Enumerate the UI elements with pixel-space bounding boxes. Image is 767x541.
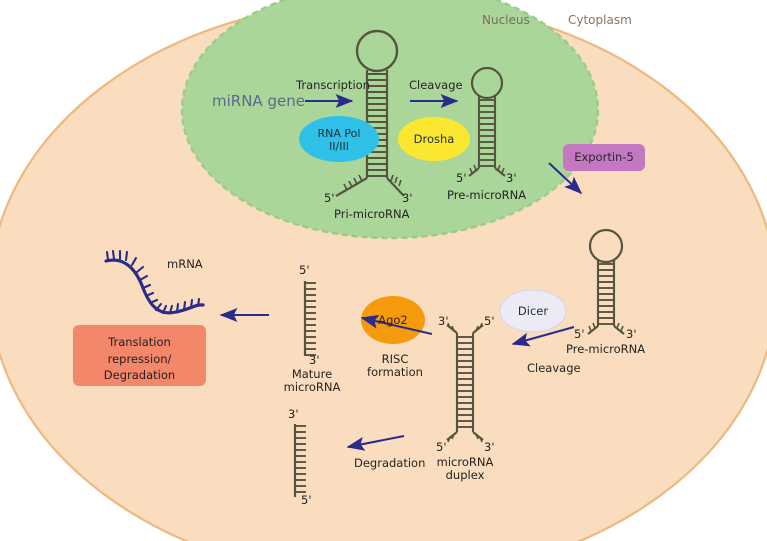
nucleus-region [180, 0, 600, 240]
degradation-label: Degradation [354, 456, 426, 470]
rna-microrna-duplex [446, 322, 484, 443]
risc-formation-label: RISC formation [367, 352, 423, 380]
enzyme-exportin5-label: Exportin-5 [574, 150, 634, 164]
rna-pre-microrna-nuclear [468, 66, 506, 177]
arrow-degradation [346, 435, 405, 451]
rna-pri-microrna [335, 29, 405, 197]
degraded-strand-5prime-label: 5' [301, 493, 312, 507]
enzyme-dicer-shape[interactable] [499, 289, 567, 333]
rna-mrna [104, 249, 205, 315]
degraded-strand-3prime-label: 3' [288, 407, 299, 421]
mature-microrna-name-label: Mature microRNA [283, 367, 341, 395]
enzyme-drosha-label: Drosha [413, 132, 455, 146]
enzyme-ago2-label: Ago2 [378, 313, 408, 327]
mature-microrna-5prime-label: 5' [299, 263, 310, 277]
microrna-duplex-name-label: microRNA duplex [436, 455, 494, 483]
cleavage-cytoplasmic-label: Cleavage [527, 361, 581, 375]
rna-mature-microrna [303, 281, 316, 356]
enzyme-rna-pol-shape[interactable] [299, 116, 379, 162]
pre-microrna-cytoplasmic-3prime-label: 3' [626, 327, 637, 341]
enzyme-dicer-label: Dicer [517, 304, 549, 318]
enzyme-rna-pol-label: RNA Pol II/III [317, 127, 361, 153]
microrna-duplex-5prime-top-label: 5' [484, 314, 495, 328]
pri-microrna-5prime-label: 5' [324, 191, 335, 205]
pre-microrna-nuclear-5prime-label: 5' [456, 171, 467, 185]
microrna-duplex-3prime-top-label: 3' [438, 314, 449, 328]
rna-degraded-strand [293, 424, 306, 497]
outcome-box-shape[interactable] [73, 325, 206, 386]
pri-microrna-name-label: Pri-microRNA [334, 207, 410, 221]
outcome-box-label: Translation repression/ Degradation [103, 335, 176, 383]
pre-microrna-cytoplasmic-name-label: Pre-microRNA [566, 342, 646, 356]
arrow-cleavage-cytoplasmic [511, 326, 575, 347]
microrna-duplex-3prime-bottom-label: 3' [484, 440, 495, 454]
cytoplasm-label: Cytoplasm [568, 13, 632, 27]
enzyme-ago2-shape[interactable] [361, 296, 425, 344]
pre-microrna-cytoplasmic-5prime-label: 5' [574, 327, 585, 341]
transcription-label: Transcription [296, 78, 370, 92]
cleavage-nuclear-label: Cleavage [409, 78, 463, 92]
rna-pre-microrna-cytoplasmic [587, 228, 625, 335]
arrow-risc-formation [360, 314, 433, 335]
mrna-label: mRNA [167, 257, 203, 271]
pre-microrna-nuclear-name-label: Pre-microRNA [447, 188, 527, 202]
arrow-export [548, 162, 583, 195]
enzyme-exportin5-shape[interactable] [563, 144, 645, 171]
pre-microrna-nuclear-3prime-label: 3' [506, 171, 517, 185]
pri-microrna-3prime-label: 3' [402, 191, 413, 205]
microrna-duplex-5prime-bottom-label: 5' [436, 440, 447, 454]
nucleus-label: Nucleus [482, 13, 530, 27]
enzyme-drosha-shape[interactable] [398, 117, 470, 161]
mirna-gene-label: miRNA gene [212, 92, 305, 110]
mature-microrna-3prime-label: 3' [309, 353, 320, 367]
